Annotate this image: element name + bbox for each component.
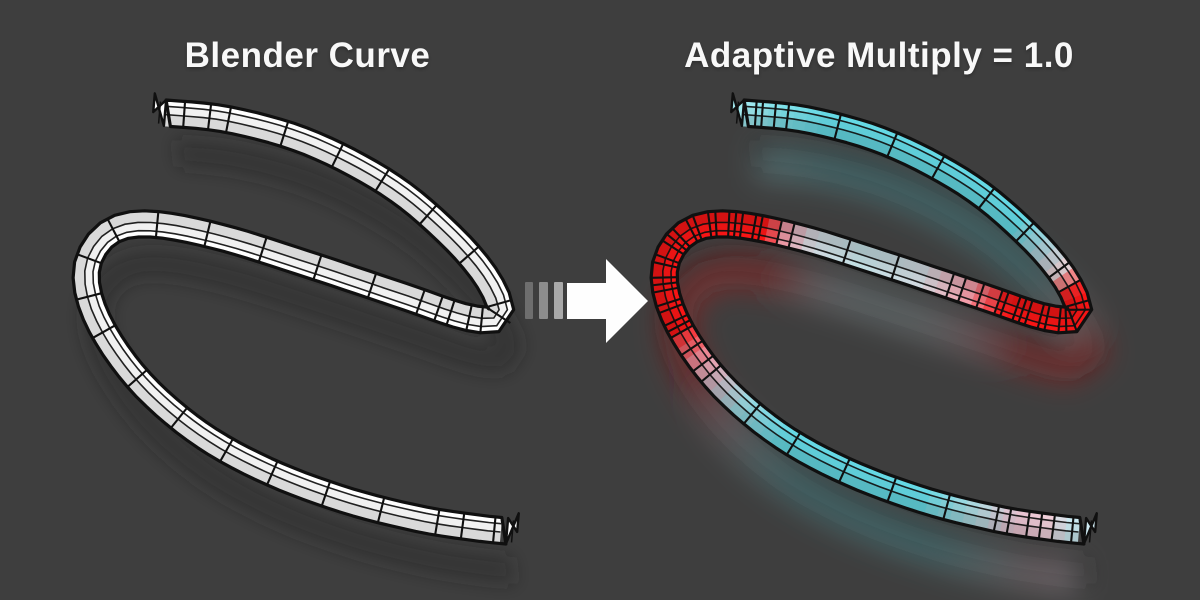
arrow-trail-bar	[554, 282, 563, 319]
right-panel-title: Adaptive Multiply = 1.0	[684, 36, 1074, 75]
arrow-trail-bar	[539, 282, 548, 319]
arrow-shape	[567, 259, 648, 343]
arrow-trail-bar	[525, 282, 533, 319]
blender-curve-shadow	[82, 140, 523, 584]
left-panel-title: Blender Curve	[184, 36, 431, 75]
adaptive-curve	[649, 92, 1098, 546]
transform-arrow-icon	[525, 259, 648, 343]
blender-curve	[71, 92, 520, 546]
